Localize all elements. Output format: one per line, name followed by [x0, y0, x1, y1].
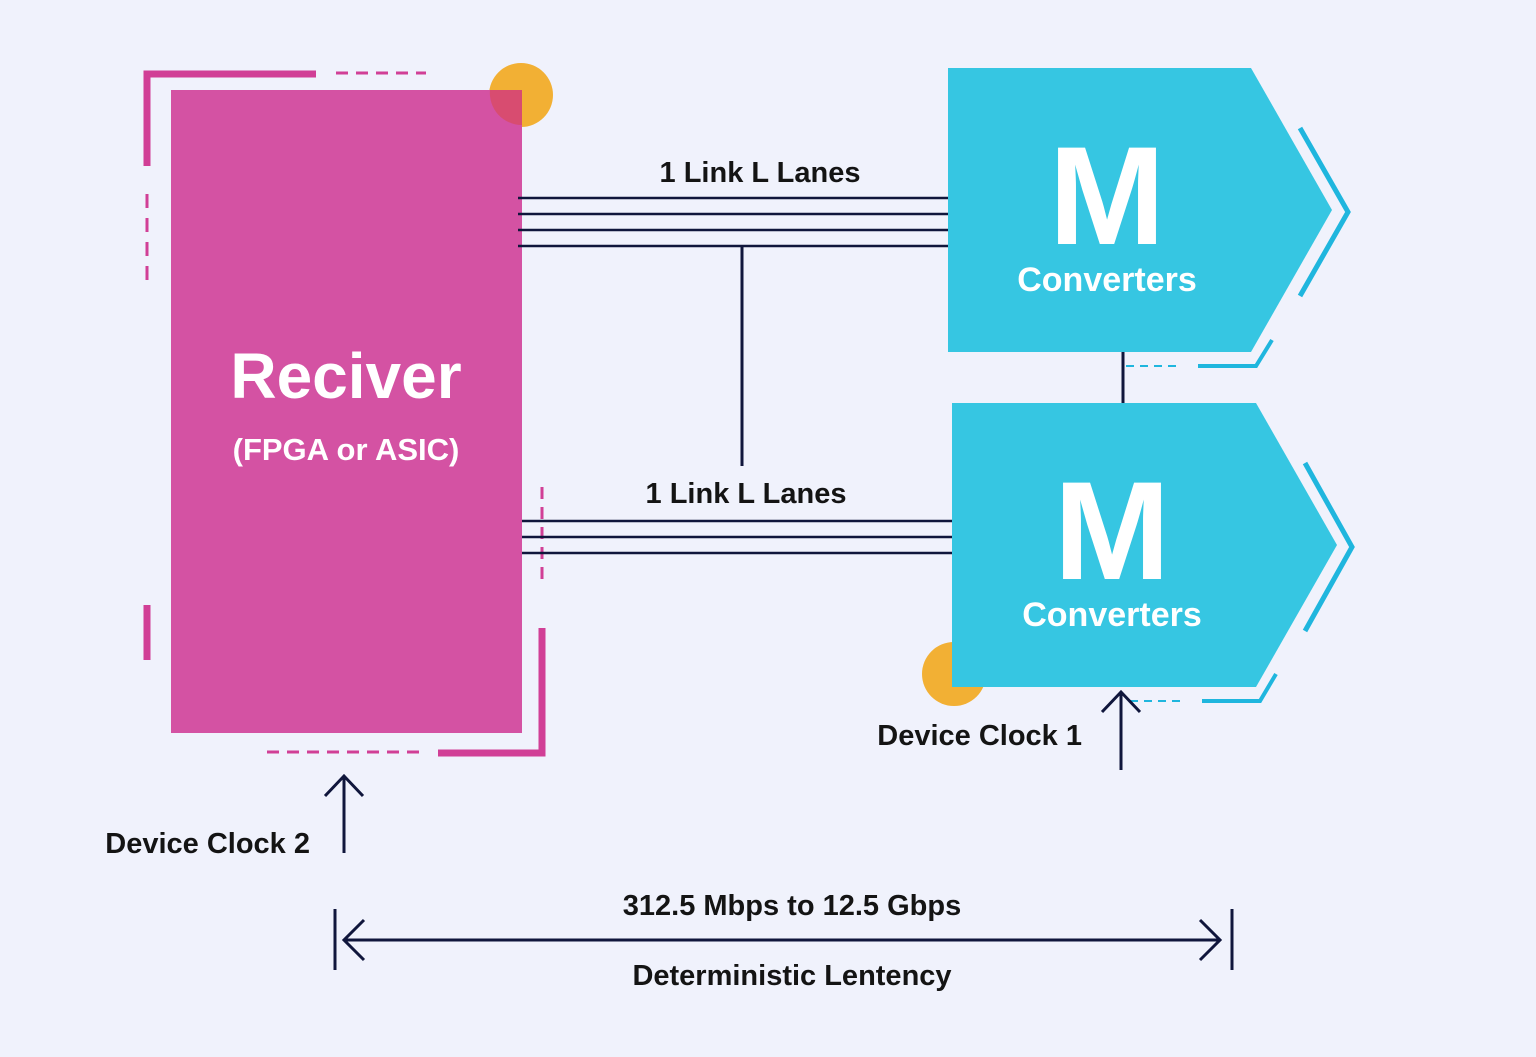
converter-top-label: Converters [1017, 261, 1197, 299]
converter-top-outline-right [1297, 126, 1351, 298]
converter-top-shape [948, 68, 1332, 352]
latency-caption: Deterministic Lentency [632, 960, 951, 992]
link-label-top: 1 Link L Lanes [660, 157, 861, 189]
receiver-block: Reciver (FPGA or ASIC) [143, 63, 553, 757]
up-arrow-icon [323, 773, 365, 853]
double-arrow-icon [333, 909, 1234, 970]
device-clock-1: Device Clock 1 [877, 689, 1142, 770]
link-label-bottom: 1 Link L Lanes [646, 478, 847, 510]
converter-top-letter: M [1049, 117, 1166, 274]
converter-bottom-outline-right [1302, 461, 1355, 633]
converter-top-outline-bottom [1198, 338, 1274, 368]
lanes-top [518, 196, 948, 248]
receiver-subtitle: (FPGA or ASIC) [233, 432, 460, 467]
converter-bottom-outline-bottom [1202, 672, 1278, 703]
latency-rate-label: 312.5 Mbps to 12.5 Gbps [623, 890, 961, 922]
receiver-dot-overlap [489, 90, 522, 126]
device-clock-2-label: Device Clock 2 [105, 828, 310, 860]
converter-block-bottom: M Converters [922, 403, 1355, 706]
converter-block-top: M Converters [948, 68, 1351, 368]
converter-bottom-shape [952, 403, 1337, 687]
converter-bottom-letter: M [1054, 452, 1171, 609]
receiver-box [171, 90, 522, 733]
latency-span: 312.5 Mbps to 12.5 Gbps Deterministic Le… [333, 890, 1234, 992]
lanes-bottom [522, 519, 952, 555]
device-clock-2: Device Clock 2 [105, 773, 365, 860]
receiver-frame [143, 70, 546, 757]
receiver-title: Reciver [230, 340, 461, 412]
device-clock-1-label: Device Clock 1 [877, 720, 1082, 752]
converter-bottom-label: Converters [1022, 596, 1202, 634]
up-arrow-icon [1100, 689, 1142, 770]
